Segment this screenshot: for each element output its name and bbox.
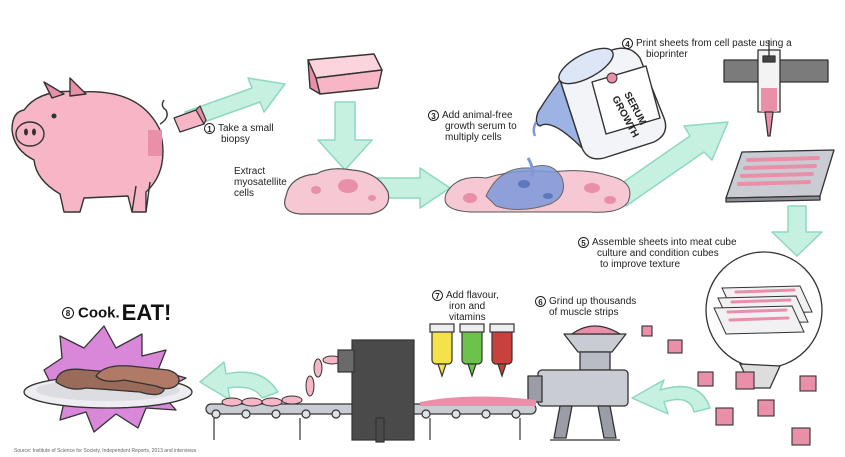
printed-sheet-icon xyxy=(725,149,835,203)
step-7-line3: vitamins xyxy=(449,312,486,323)
step-6-number: 6 xyxy=(535,296,546,307)
process-arrow-icon xyxy=(199,361,279,401)
meat-cube-icon xyxy=(799,375,817,392)
tissue-sample-icon xyxy=(173,105,207,133)
step-1-line2: biopsy xyxy=(221,134,250,145)
step-5-line3: to improve texture xyxy=(600,259,681,270)
step-3-line3: multiply cells xyxy=(445,132,502,143)
flavour-dropper-group xyxy=(429,323,515,378)
meat-cube-icon xyxy=(697,371,714,387)
step-7-line1: Add flavour, xyxy=(446,290,499,301)
pig-icon xyxy=(11,77,168,213)
step-7-number: 7 xyxy=(432,290,443,301)
step-1-number: 1 xyxy=(204,123,215,134)
meat-cube-icon xyxy=(641,325,653,337)
extract-line1: Extract xyxy=(234,166,266,177)
cell-cluster-icon xyxy=(284,168,390,215)
serum-jar-icon xyxy=(532,47,667,160)
step-1-line1: Take a small xyxy=(218,123,274,134)
step-3-line1: Add animal-free xyxy=(442,110,513,121)
step-3-line2: growth serum to xyxy=(445,121,517,132)
step-4-line2: bioprinter xyxy=(646,49,688,60)
extract-label: Extract myosatellite cells xyxy=(234,166,287,199)
step-5-line1: Assemble sheets into meat cube xyxy=(592,237,737,248)
flavour-dropper-icon xyxy=(489,323,515,378)
extract-line3: cells xyxy=(234,188,255,199)
step-8-label: 8 Cook.EAT! xyxy=(62,300,171,326)
bioprinter-icon xyxy=(723,40,829,137)
step-3-number: 3 xyxy=(428,110,439,121)
footer-source: Source: Institute of Science for Society… xyxy=(14,448,197,454)
meat-cube-icon xyxy=(715,407,734,426)
step-4-line1: Print sheets from cell paste using a xyxy=(636,38,792,49)
cell-cluster-icon xyxy=(444,157,631,213)
meat-cube-icon xyxy=(667,339,683,354)
meat-cube-group xyxy=(641,325,817,446)
tissue-sample-icon xyxy=(307,53,383,95)
step-5-number: 5 xyxy=(578,237,589,248)
flavour-dropper-icon xyxy=(429,323,455,378)
meat-cube-icon xyxy=(791,427,811,446)
process-arrow-icon xyxy=(611,121,729,207)
step-7-line2: iron and xyxy=(449,301,486,312)
process-arrow-icon xyxy=(771,205,823,257)
conveyor-belt-icon xyxy=(205,339,537,443)
sausage-plate-icon xyxy=(23,325,193,433)
step-8-number: 8 xyxy=(62,307,74,319)
process-arrow-icon xyxy=(317,101,373,171)
sheet-stack-icon xyxy=(705,251,823,389)
extract-line2: myosatellite xyxy=(234,177,287,188)
process-arrow-icon xyxy=(631,379,711,415)
step-5-line2: culture and condition cubes xyxy=(597,248,719,259)
meat-cube-icon xyxy=(757,399,775,417)
grinder-icon xyxy=(527,325,629,441)
step-8-eat: EAT! xyxy=(121,300,172,325)
meat-cube-icon xyxy=(735,371,755,390)
step-4-number: 4 xyxy=(622,38,633,49)
flavour-dropper-icon xyxy=(459,323,485,378)
step-6-line2: of muscle strips xyxy=(549,307,619,318)
step-8-cook: Cook. xyxy=(78,304,120,322)
step-6-line1: Grind up thousands xyxy=(549,296,637,307)
